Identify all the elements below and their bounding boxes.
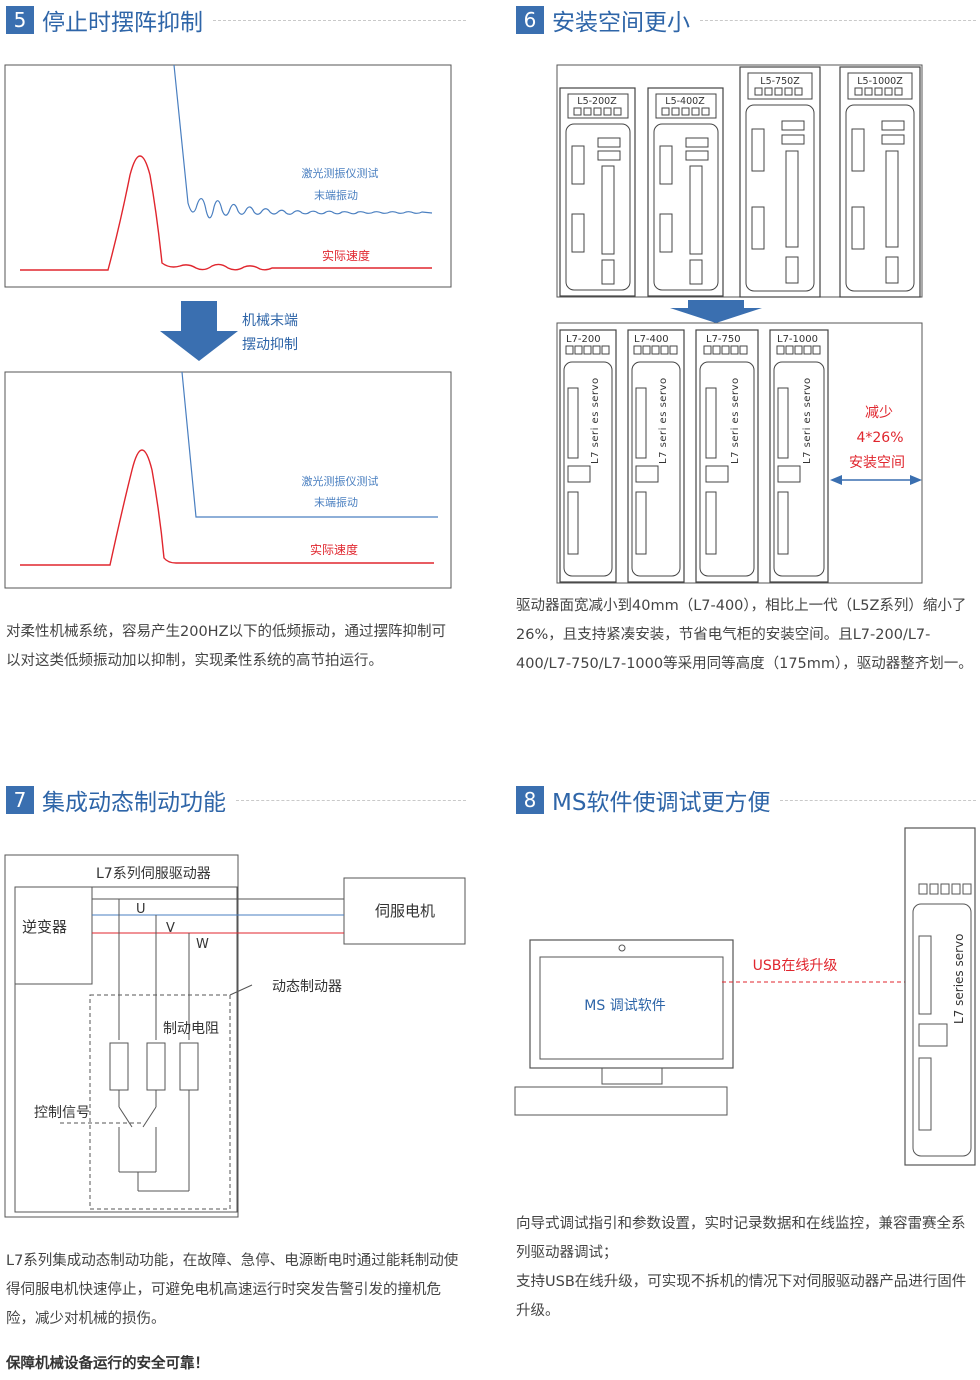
arrow-label-1: 机械末端: [242, 313, 298, 329]
drive-model-label: L7-750: [706, 334, 741, 345]
resistor-label: 制动电阻: [163, 1021, 219, 1037]
old-drive-l5-1000z: L5-1000Z: [839, 66, 921, 298]
section-5-header: 5 停止时摆阵抑制: [6, 5, 466, 36]
control-signal-label: 控制信号: [34, 1105, 90, 1121]
vertical-label: L7 series servo: [952, 934, 966, 1025]
servo-drive-icon: L7 series servo: [904, 827, 976, 1166]
reduce-label-1: 减少: [865, 405, 893, 421]
reduce-label-3: 安装空间: [849, 455, 905, 471]
inverter-label: 逆变器: [22, 918, 67, 936]
description-text: L7系列集成动态制动功能，在故障、急停、电源断电时通过能耗制动使得伺服电机快速停…: [6, 1253, 459, 1327]
top-vibration-curve: [173, 64, 433, 219]
vertical-label: L7 seri es servo: [730, 377, 741, 464]
vertical-label: L7 seri es servo: [658, 377, 669, 464]
dynamic-brake-label: 动态制动器: [272, 979, 342, 995]
inverter-box: [14, 886, 93, 985]
drive-model-label: L7-1000: [777, 334, 818, 345]
section-number: 8: [516, 786, 544, 814]
bottom-speed-curve: [20, 449, 434, 566]
phase-u-label: U: [136, 902, 146, 917]
drive-model-label: L7-400: [634, 334, 669, 345]
switch-v: [142, 1106, 157, 1128]
dynamic-brake-circuit: L7系列伺服驱动器 逆变器 伺服电机 U V W 动态制动器 制动电阻 控制信号: [4, 854, 466, 1218]
section-8-header: 8 MS软件使调试更方便: [516, 785, 976, 816]
top-speed-curve: [20, 155, 432, 271]
safety-emphasis: 保障机械设备运行的安全可靠！: [6, 1356, 209, 1372]
bottom-red-label: 实际速度: [310, 542, 358, 557]
motor-label: 伺服电机: [375, 902, 435, 920]
section-7-description: L7系列集成动态制动功能，在故障、急停、电源断电时通过能耗制动使得伺服电机快速停…: [6, 1247, 466, 1379]
software-usb-diagram: MS 调试软件 USB在线升级 L7 series servo: [514, 827, 976, 1166]
drive-model-label: L5-1000Z: [857, 76, 903, 87]
new-drive-l7-1000: L7-1000 L7 seri es servo: [769, 329, 829, 583]
reduce-label-2: 4*26%: [856, 430, 903, 446]
monitor-screen: [539, 956, 724, 1060]
keyboard-icon: [514, 1086, 728, 1116]
monitor-stand: [601, 1068, 663, 1085]
arrow-label-2: 摆动抑制: [242, 337, 298, 353]
section-title: 安装空间更小: [552, 10, 690, 36]
bottom-blue-label-2: 末端振动: [314, 495, 358, 509]
usb-label: USB在线升级: [753, 958, 838, 974]
old-drive-l5-200z: L5-200Z: [559, 87, 636, 297]
description-text: 对柔性机械系统，容易产生200HZ以下的低频振动，通过摆阵抑制可以对这类低频振动…: [6, 624, 447, 669]
drive-model-label: L7-200: [566, 334, 601, 345]
down-arrow-icon: [670, 300, 762, 323]
phase-v-label: V: [166, 921, 175, 936]
drive-model-label: L5-200Z: [577, 96, 617, 107]
outer-frame: [4, 854, 239, 1218]
resistor-w: [179, 1042, 199, 1091]
switch-u: [118, 1106, 133, 1128]
resistor-v: [146, 1042, 166, 1091]
vertical-label: L7 seri es servo: [590, 377, 601, 464]
new-drives-frame: [556, 322, 923, 584]
phase-w-label: W: [196, 937, 209, 952]
motor-box: [343, 877, 466, 945]
section-6-description: 驱动器面宽减小到40mm（L7-400），相比上一代（L5Z系列）缩小了26%，…: [516, 592, 976, 679]
divider: [780, 799, 976, 801]
brake-leader-line: [229, 984, 253, 996]
vibration-suppression-diagram: 激光测振仪测试 末端振动 实际速度 机械末端 摆动抑制 激光测振仪测试 末端振动…: [4, 64, 452, 589]
new-drive-l7-750: L7-750 L7 seri es servo: [695, 329, 759, 583]
section-title: MS软件使调试更方便: [552, 790, 771, 816]
vertical-label: L7 seri es servo: [802, 377, 813, 464]
resistor-u: [109, 1042, 129, 1091]
description-text: 驱动器面宽减小到40mm（L7-400），相比上一代（L5Z系列）缩小了26%，…: [516, 598, 973, 672]
old-drive-l5-750z: L5-750Z: [739, 66, 821, 298]
drive-model-label: L5-750Z: [760, 76, 800, 87]
divider: [213, 19, 466, 21]
dynamic-brake-box: [89, 994, 231, 1210]
top-blue-label-1: 激光测振仪测试: [302, 166, 379, 180]
section-title: 停止时摆阵抑制: [42, 10, 203, 36]
bottom-chart-frame: [4, 371, 452, 589]
drive-frame: [14, 886, 238, 1213]
section-6-header: 6 安装空间更小: [516, 5, 976, 36]
screen-text: MS 调试软件: [584, 998, 665, 1014]
section-7-header: 7 集成动态制动功能: [6, 785, 466, 816]
top-blue-label-2: 末端振动: [314, 188, 358, 202]
section-number: 5: [6, 6, 34, 34]
down-arrow-icon: [160, 301, 238, 361]
drive-model-label: L5-400Z: [665, 96, 705, 107]
section-title: 集成动态制动功能: [42, 790, 226, 816]
description-text: 支持USB在线升级，可实现不拆机的情况下对伺服驱动器产品进行固件升级。: [516, 1274, 967, 1319]
drive-size-comparison: L5-200Z L5-400Z L5-750Z: [556, 64, 923, 584]
section-number: 6: [516, 6, 544, 34]
old-drive-l5-400z: L5-400Z: [647, 87, 724, 297]
series-label: L7系列伺服驱动器: [96, 866, 211, 882]
description-text: 向导式调试指引和参数设置，实时记录数据和在线监控，兼容雷赛全系列驱动器调试；: [516, 1216, 966, 1261]
divider: [236, 799, 466, 801]
top-chart-frame: [4, 64, 452, 288]
width-double-arrow-icon: [830, 475, 922, 485]
section-number: 7: [6, 786, 34, 814]
new-drive-l7-400: L7-400 L7 seri es servo: [627, 329, 685, 583]
top-red-label: 实际速度: [322, 248, 370, 263]
divider: [700, 19, 976, 21]
section-8-description: 向导式调试指引和参数设置，实时记录数据和在线监控，兼容雷赛全系列驱动器调试； 支…: [516, 1210, 976, 1326]
section-5-description: 对柔性机械系统，容易产生200HZ以下的低频振动，通过摆阵抑制可以对这类低频振动…: [6, 618, 446, 676]
new-drive-l7-200: L7-200 L7 seri es servo: [559, 329, 617, 583]
bottom-blue-label-1: 激光测振仪测试: [302, 474, 379, 488]
bottom-vibration-curve: [181, 371, 438, 518]
